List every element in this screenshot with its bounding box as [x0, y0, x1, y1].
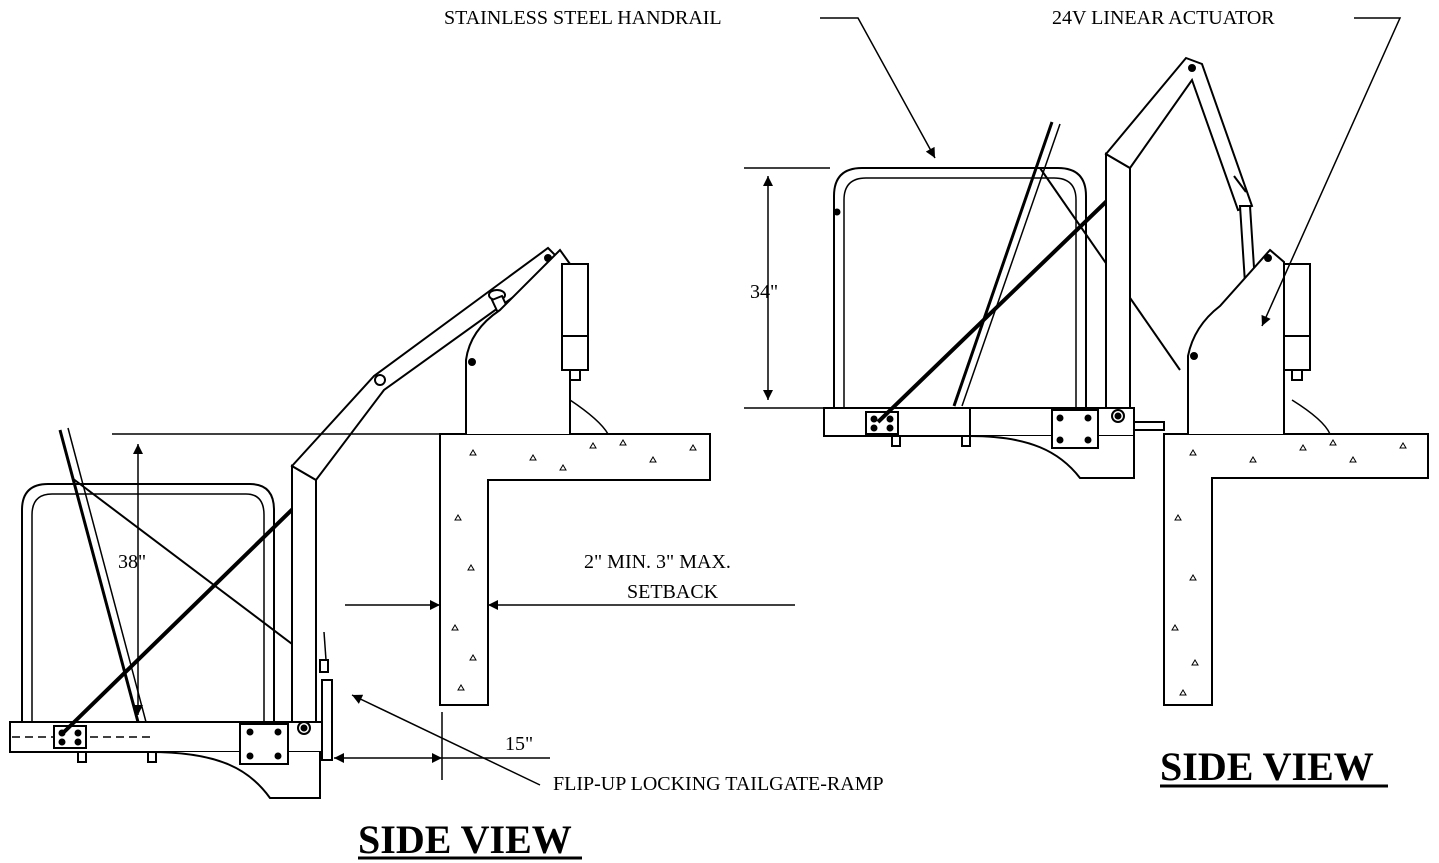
- left-diagonal-pole: [58, 429, 140, 723]
- height-right-dimension: 34": [750, 281, 778, 303]
- right-diagonal-pole: [952, 121, 1054, 407]
- setback-label-line2: SETBACK: [627, 581, 719, 603]
- setback-label-line1: 2" MIN. 3" MAX.: [584, 551, 731, 573]
- left-base-bracket-a: [53, 725, 87, 749]
- handrail-label: STAINLESS STEEL HANDRAIL: [444, 7, 722, 29]
- left-pivot-housing: [465, 248, 571, 434]
- right-view-title: SIDE VIEW: [1160, 744, 1374, 789]
- right-pivot-housing: [1187, 248, 1285, 434]
- actuator-label: 24V LINEAR ACTUATOR: [1052, 7, 1275, 29]
- left-seat-strut: [62, 494, 308, 734]
- left-dimensions: [112, 433, 795, 786]
- left-concrete-stipple: [451, 439, 697, 691]
- right-control-box: [1283, 263, 1311, 371]
- ramp-dimension-label: 15": [505, 733, 533, 755]
- right-base-bracket-a: [865, 411, 899, 435]
- right-dimensions: [744, 167, 830, 409]
- leader-lines: [820, 17, 1402, 327]
- left-base-curve: [149, 751, 321, 799]
- left-handrail: [21, 483, 275, 722]
- left-control-box: [561, 263, 589, 371]
- left-view: [9, 246, 711, 799]
- right-tailgate-ramp: [1133, 421, 1165, 431]
- left-tailgate-ramp: [321, 679, 333, 761]
- left-vertical-mast: [291, 464, 317, 723]
- height-left-dimension: 38": [118, 551, 146, 573]
- right-handrail: [833, 167, 1087, 408]
- left-pool-deck: [439, 433, 711, 706]
- right-vertical-mast: [1105, 152, 1131, 409]
- tailgate-label: FLIP-UP LOCKING TAILGATE-RAMP: [553, 773, 884, 795]
- right-view: [823, 56, 1429, 706]
- right-seat-strut: [876, 194, 1114, 424]
- left-view-title: SIDE VIEW: [358, 817, 572, 862]
- right-pool-deck: [1163, 433, 1429, 706]
- right-concrete-stipple: [1171, 439, 1407, 696]
